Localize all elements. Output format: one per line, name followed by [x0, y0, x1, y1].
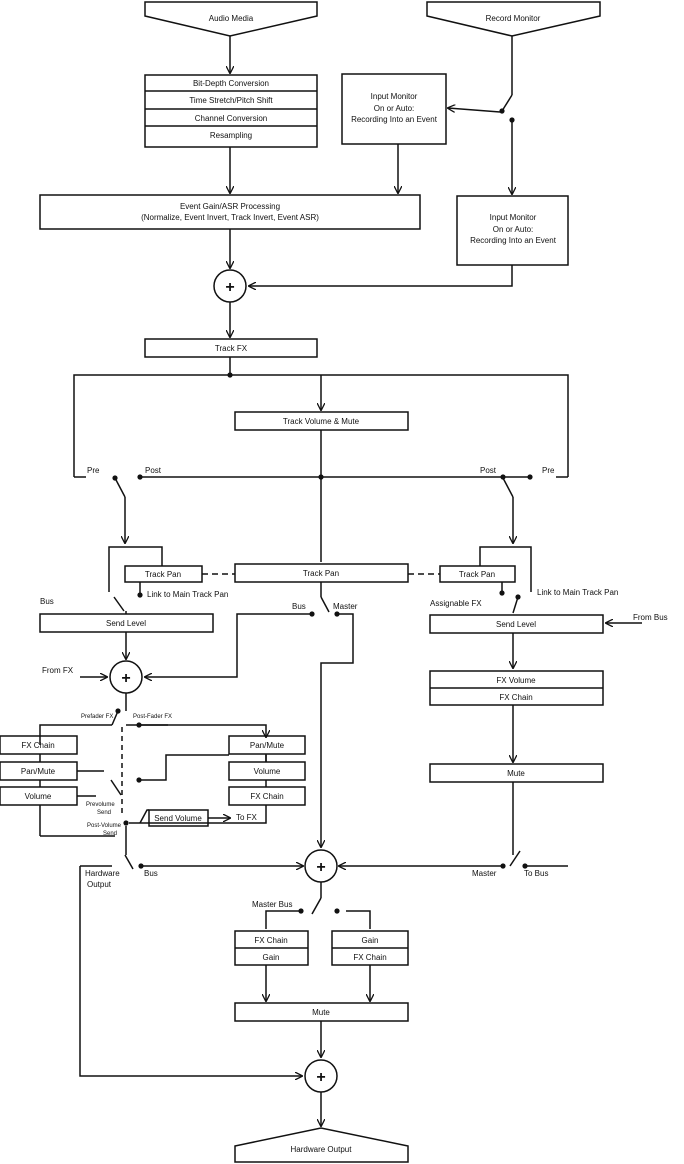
right-link-main-pan-label: Link to Main Track Pan	[537, 588, 618, 597]
postvolume-send-line2: Send	[103, 831, 117, 837]
right-pre-post-switch	[502, 477, 514, 498]
right-fx-chain-label: FX Chain	[499, 693, 532, 702]
record-monitor-switch	[501, 94, 513, 112]
left-post-label: Post	[145, 466, 162, 475]
switch-contact-dot	[123, 820, 129, 826]
sum-node-output-plus: +	[316, 1069, 325, 1086]
switch-contact-dot	[499, 108, 505, 114]
hardware-output-label: Hardware Output	[291, 1145, 353, 1154]
from-bus-label: From Bus	[633, 613, 668, 622]
input-monitor-1-line1: Input Monitor	[371, 92, 418, 101]
left-send-level-label: Send Level	[106, 619, 146, 628]
left-bus-label: Bus	[40, 597, 54, 606]
from-fx-label: From FX	[42, 666, 74, 675]
to-bus-label: To Bus	[524, 869, 548, 878]
center-master-label: Master	[333, 602, 358, 611]
center-bus-label: Bus	[292, 602, 306, 611]
fx-volume-label: FX Volume	[496, 676, 536, 685]
center-track-pan-label: Track Pan	[303, 569, 339, 578]
bit-depth-conversion-label: Bit-Depth Conversion	[193, 79, 269, 88]
prevolume-send-line2: Send	[97, 810, 111, 816]
switch-contact-dot	[137, 592, 143, 598]
right-mute-label: Mute	[507, 769, 525, 778]
right-fx-chain-2-label: FX Chain	[250, 792, 283, 801]
record-monitor-label: Record Monitor	[486, 14, 541, 23]
input-monitor-1-line3: Recording Into an Event	[351, 115, 438, 124]
junction-dot	[227, 372, 233, 378]
input-monitor-2-line1: Input Monitor	[490, 213, 537, 222]
switch-contact-dot	[112, 475, 118, 481]
right-track-pan-label: Track Pan	[459, 570, 495, 579]
to-fx-label: To FX	[236, 813, 258, 822]
switch-contact-dot	[138, 863, 144, 869]
switch-contact-dot	[499, 590, 505, 596]
master-fx-chain-2-label: FX Chain	[353, 953, 386, 962]
left-fx-chain-label: FX Chain	[21, 741, 54, 750]
time-stretch-label: Time Stretch/Pitch Shift	[189, 96, 273, 105]
switch-contact-dot	[527, 474, 533, 480]
postfader-fx-label: Post-Fader FX	[133, 714, 172, 720]
right-volume-label: Volume	[254, 767, 281, 776]
switch-contact-dot	[136, 722, 142, 728]
event-gain-line2: (Normalize, Event Invert, Track Invert, …	[141, 213, 319, 222]
switch-contact-dot	[334, 908, 340, 914]
lower-bus-label: Bus	[144, 869, 158, 878]
switch-contact-dot	[515, 594, 521, 600]
switch-contact-dot	[298, 908, 304, 914]
switch-contact-dot	[136, 777, 142, 783]
sum-node-fx-plus: +	[121, 670, 130, 687]
master-mute-label: Mute	[312, 1008, 330, 1017]
right-pre-label: Pre	[542, 466, 555, 475]
input-monitor-2-line3: Recording Into an Event	[470, 236, 557, 245]
master-gain-2-label: Gain	[362, 936, 379, 945]
left-pre-post-switch	[114, 477, 126, 498]
hardware-output-route-line1: Hardware	[85, 869, 120, 878]
master-bus-label: Master Bus	[252, 900, 292, 909]
event-gain-line1: Event Gain/ASR Processing	[180, 202, 280, 211]
right-send-level-label: Send Level	[496, 620, 536, 629]
assignable-fx-label: Assignable FX	[430, 599, 482, 608]
audio-media-label: Audio Media	[209, 14, 254, 23]
left-pre-label: Pre	[87, 466, 100, 475]
track-volume-mute-label: Track Volume & Mute	[283, 417, 360, 426]
track-fx-label: Track FX	[215, 344, 248, 353]
postvolume-send-line1: Post-Volume	[87, 823, 122, 829]
hardware-output-route-line2: Output	[87, 880, 112, 889]
right-post-label: Post	[480, 466, 497, 475]
send-volume-label: Send Volume	[154, 814, 202, 823]
junction-dot	[318, 474, 324, 480]
sum-node-master-plus: +	[316, 859, 325, 876]
switch-contact-dot	[500, 474, 506, 480]
lower-master-label: Master	[472, 869, 497, 878]
bus-master-switch	[320, 596, 330, 613]
input-monitor-1-line2: On or Auto:	[374, 104, 414, 113]
switch-contact-dot	[522, 863, 528, 869]
master-gain-label: Gain	[263, 953, 280, 962]
left-volume-label: Volume	[25, 792, 52, 801]
left-link-main-pan-label: Link to Main Track Pan	[147, 590, 228, 599]
master-fx-chain-label: FX Chain	[254, 936, 287, 945]
switch-contact-dot	[137, 474, 143, 480]
channel-conversion-label: Channel Conversion	[195, 114, 268, 123]
prevolume-send-line1: Prevolume	[86, 802, 115, 808]
resampling-label: Resampling	[210, 131, 252, 140]
switch-contact-dot	[309, 611, 315, 617]
sum-node-1-plus: +	[225, 279, 234, 296]
prefader-fx-label: Prefader FX	[81, 714, 113, 720]
record-monitor-input-shape	[426, 1, 601, 37]
switch-contact-dot	[115, 708, 121, 714]
left-pan-mute-label: Pan/Mute	[21, 767, 56, 776]
right-pan-mute-label: Pan/Mute	[250, 741, 285, 750]
left-track-pan-label: Track Pan	[145, 570, 181, 579]
input-monitor-2-line2: On or Auto:	[493, 225, 533, 234]
hardware-output-shape	[234, 1127, 409, 1163]
switch-contact-dot	[509, 117, 515, 123]
switch-contact-dot	[334, 611, 340, 617]
audio-media-input-shape	[144, 1, 318, 37]
switch-contact-dot	[500, 863, 506, 869]
